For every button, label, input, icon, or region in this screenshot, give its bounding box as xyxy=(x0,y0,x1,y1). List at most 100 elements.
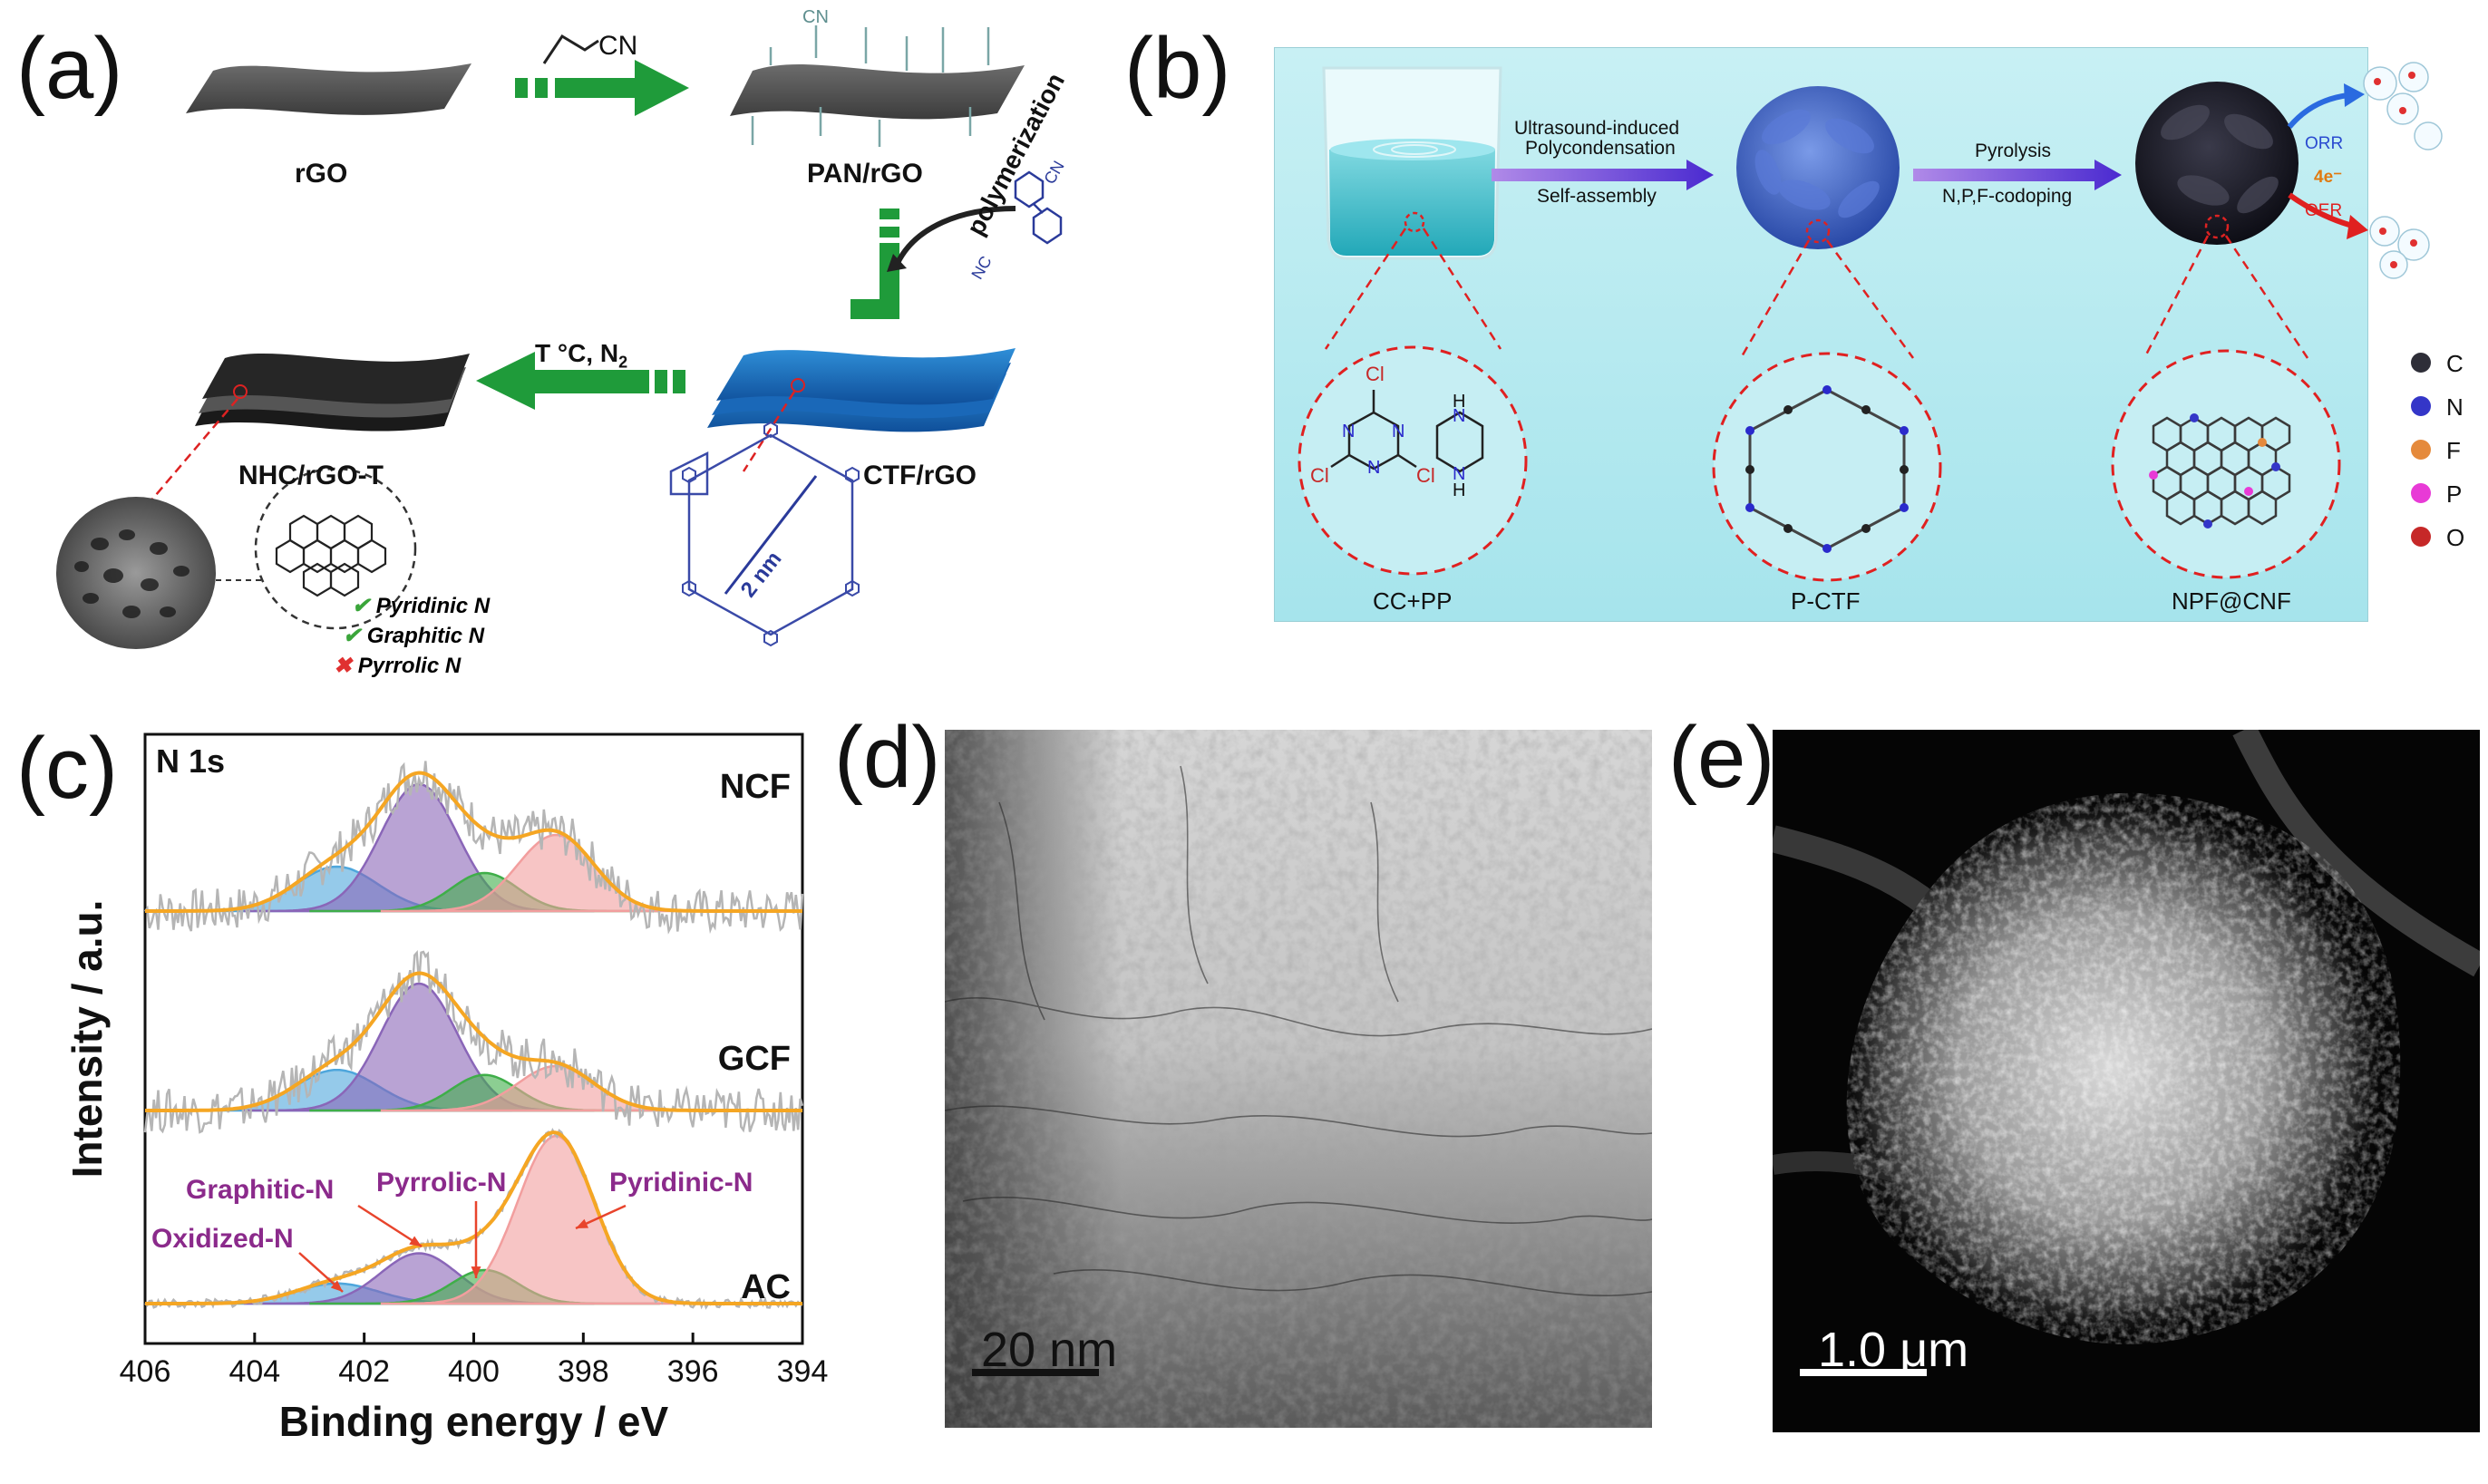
envelope-ncf xyxy=(145,771,802,913)
cl-right: Cl xyxy=(1416,464,1435,487)
annotation-pyridinic-n: Pyridinic-N xyxy=(609,1168,753,1198)
x-axis-label: Binding energy / eV xyxy=(279,1398,669,1445)
pan-rgo-sheet xyxy=(730,63,1025,120)
cn-groups-bottom xyxy=(751,107,972,147)
orr-bubbles xyxy=(2363,62,2443,150)
curved-arrow xyxy=(895,206,1016,265)
orr-label: ORR xyxy=(2305,134,2344,153)
label-rgo: rGO xyxy=(295,159,348,189)
stem-scale-bar-label: 1.0 μm xyxy=(1818,1323,1969,1377)
cl-left: Cl xyxy=(1310,464,1329,487)
step1-line1: Ultrasound-induced xyxy=(1514,118,1680,139)
nhc-sheet-1 xyxy=(202,353,470,404)
step1-line3: Self-assembly xyxy=(1537,186,1657,207)
p-ctf-atoms xyxy=(1745,385,1909,553)
step2-line1: Pyrolysis xyxy=(1975,141,2052,161)
panel-e-letter: (e) xyxy=(1668,709,1775,806)
nhc-zoom-spot xyxy=(233,384,248,399)
element-c: C xyxy=(2446,350,2464,377)
series-label-ac: AC xyxy=(741,1268,791,1306)
acrylonitrile-cn: CN xyxy=(598,31,638,61)
element-legend-balls xyxy=(2411,353,2431,547)
arrow-pyridinic-n-head xyxy=(576,1218,588,1228)
element-p: P xyxy=(2446,480,2463,508)
piperazine xyxy=(1435,411,1484,473)
arrow-graphitic-n xyxy=(357,1204,423,1248)
cyanuric-chloride xyxy=(1330,390,1417,470)
x-tick-label-402: 402 xyxy=(338,1354,390,1389)
panel-a-letter: (a) xyxy=(16,20,123,117)
condition-text: T °C, N2 xyxy=(535,339,628,372)
arrow-graphitic-n-head xyxy=(409,1236,422,1246)
piperazine-n-bottom-n: N xyxy=(1453,464,1466,484)
panel-e: (e) 1.0 μm xyxy=(1668,698,2488,1484)
element-n: N xyxy=(2446,393,2464,421)
panel-b-letter: (b) xyxy=(1124,20,1231,117)
electrons-label: 4e⁻ xyxy=(2314,168,2343,187)
cn-group-label: CN xyxy=(802,7,829,27)
orr-arrow xyxy=(2287,92,2349,129)
ctf-framework xyxy=(669,433,854,636)
panel-d-letter: (d) xyxy=(834,709,941,806)
tem-image xyxy=(945,730,1652,1428)
step1-line2: Polycondensation xyxy=(1525,138,1676,159)
y-axis-label: Intensity / a.u. xyxy=(63,900,111,1178)
triazine-n-2: N xyxy=(1392,422,1405,441)
nhc-molecule-rings xyxy=(275,514,387,597)
zoom-ccpp xyxy=(1297,345,1528,576)
series-label-gcf: GCF xyxy=(718,1040,791,1078)
oer-bubbles xyxy=(2369,216,2430,279)
oer-label: OER xyxy=(2305,201,2343,220)
piperazine-n-top: H xyxy=(1453,392,1466,412)
check-icon: ✔ xyxy=(352,594,371,618)
annotation-oxidized-n: Oxidized-N xyxy=(151,1224,294,1254)
panel-b: (b) xyxy=(1115,0,2488,689)
triazine-n-1: N xyxy=(1342,422,1356,441)
envelope-gcf xyxy=(145,971,802,1112)
x-tick-label-394: 394 xyxy=(777,1354,829,1389)
ctf-pore-size-line xyxy=(724,475,818,595)
element-o: O xyxy=(2446,524,2465,551)
step2-line2: N,P,F-codoping xyxy=(1942,186,2073,207)
cross-icon: ✖ xyxy=(334,654,353,678)
tem-scale-bar-label: 20 nm xyxy=(981,1323,1118,1377)
green-arrow-1 xyxy=(515,60,689,116)
cn-groups-top xyxy=(769,25,990,73)
x-tick-label-406: 406 xyxy=(120,1354,171,1389)
zoom-npf xyxy=(2111,349,2341,579)
x-tick-label-404: 404 xyxy=(228,1354,280,1389)
annotation-pyrrolic-n: Pyrrolic-N xyxy=(376,1168,506,1198)
panel-d: (d) 20 nm xyxy=(834,698,1668,1484)
ctf-zoom-spot xyxy=(791,378,805,393)
triazine-n-3: N xyxy=(1367,458,1381,478)
beaker-liquid xyxy=(1329,150,1495,256)
rgo-sheet xyxy=(186,63,471,115)
check-icon: ✔ xyxy=(343,624,362,648)
piperazine-n-top-n: N xyxy=(1453,406,1466,426)
x-tick-label-398: 398 xyxy=(558,1354,609,1389)
panel-a-graphic xyxy=(56,25,1063,649)
panel-b-graphic xyxy=(1297,62,2443,582)
npf-lattice xyxy=(2152,416,2291,526)
green-arrow-3 xyxy=(476,352,685,410)
series-label-ncf: NCF xyxy=(720,768,791,806)
label-ctf-rgo: CTF/rGO xyxy=(863,461,977,490)
envelope-ac xyxy=(145,1130,802,1305)
legend-item-pyrrolic: ✖ Pyrrolic N xyxy=(334,654,462,678)
monomer-structure xyxy=(1014,170,1063,245)
nitrogen-legend: ✔ Pyridinic N ✔ Graphitic N ✖ Pyrrolic N xyxy=(334,593,490,679)
label-pan-rgo: PAN/rGO xyxy=(807,159,923,189)
panel-a: (a) xyxy=(0,0,1161,725)
label-npf-cnf: NPF@CNF xyxy=(2172,587,2291,615)
zoom-pctf xyxy=(1712,352,1942,582)
arrow-step-2 xyxy=(1913,160,2122,190)
panel-c-letter: (c) xyxy=(16,720,118,817)
sem-inset xyxy=(56,497,216,649)
arrow-pyrrolic-n-head xyxy=(471,1266,481,1278)
cl-top: Cl xyxy=(1365,363,1385,385)
piperazine-n-bottom: H xyxy=(1453,480,1466,500)
arrow-oxidized-n-head xyxy=(330,1280,343,1292)
x-tick-label-400: 400 xyxy=(448,1354,500,1389)
